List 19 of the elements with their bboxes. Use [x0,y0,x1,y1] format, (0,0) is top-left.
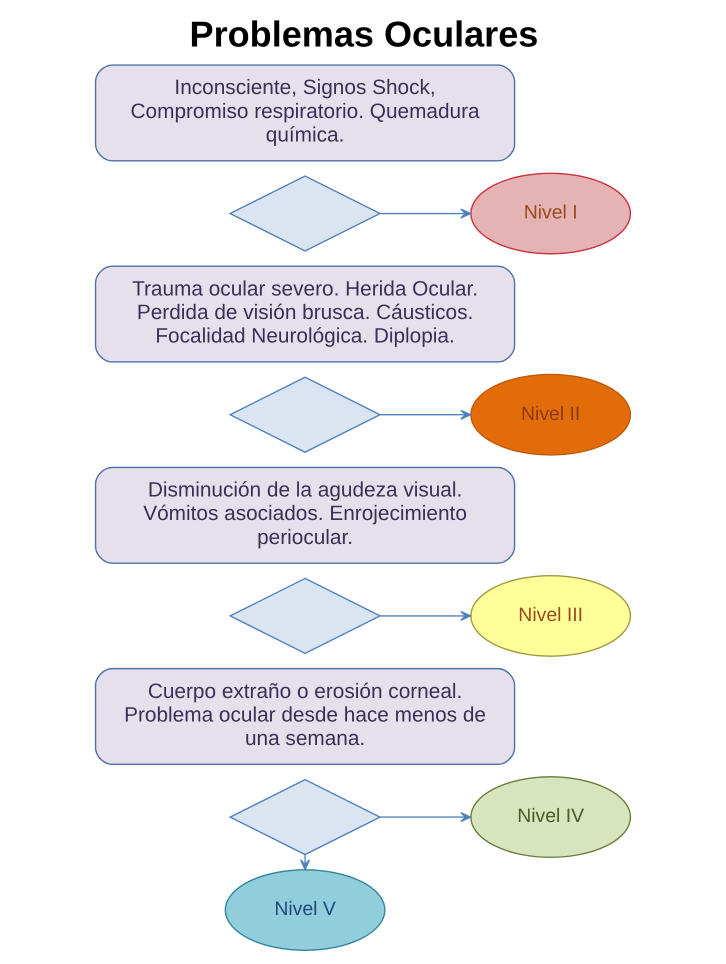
node-diamond [228,578,382,654]
arrow [380,610,472,621]
node-box: Inconsciente, Signos Shock, Compromiso respiratorio. Quemadura química. [94,64,516,162]
node-box: Disminución de la agudeza visual. Vómitos asociados. Enrojecimiento periocular. [94,466,516,564]
node-ellipse: Nivel II [470,374,632,456]
arrow [380,410,472,420]
node-diamond [228,376,382,453]
node-diamond [228,778,382,856]
node-box: Trauma ocular severo. Herida Ocular. Perdida de visión brusca. Cáusticos. Focalidad Neurológica. Diplopia. [94,266,516,363]
arrow [380,208,472,219]
node-diamond [228,175,382,252]
node-box: Cuerpo extraño o erosión corneal. Problema ocular desde hace menos de una semana. [94,668,516,766]
node-ellipse: Nivel IV [470,776,632,858]
node-ellipse: Nivel I [470,172,632,254]
node-ellipse: Nivel III [470,574,632,657]
diagram-title: Problemas Oculares [190,14,538,55]
arrow [380,812,472,822]
arrow [300,854,310,870]
node-ellipse: Nivel V [224,869,386,951]
